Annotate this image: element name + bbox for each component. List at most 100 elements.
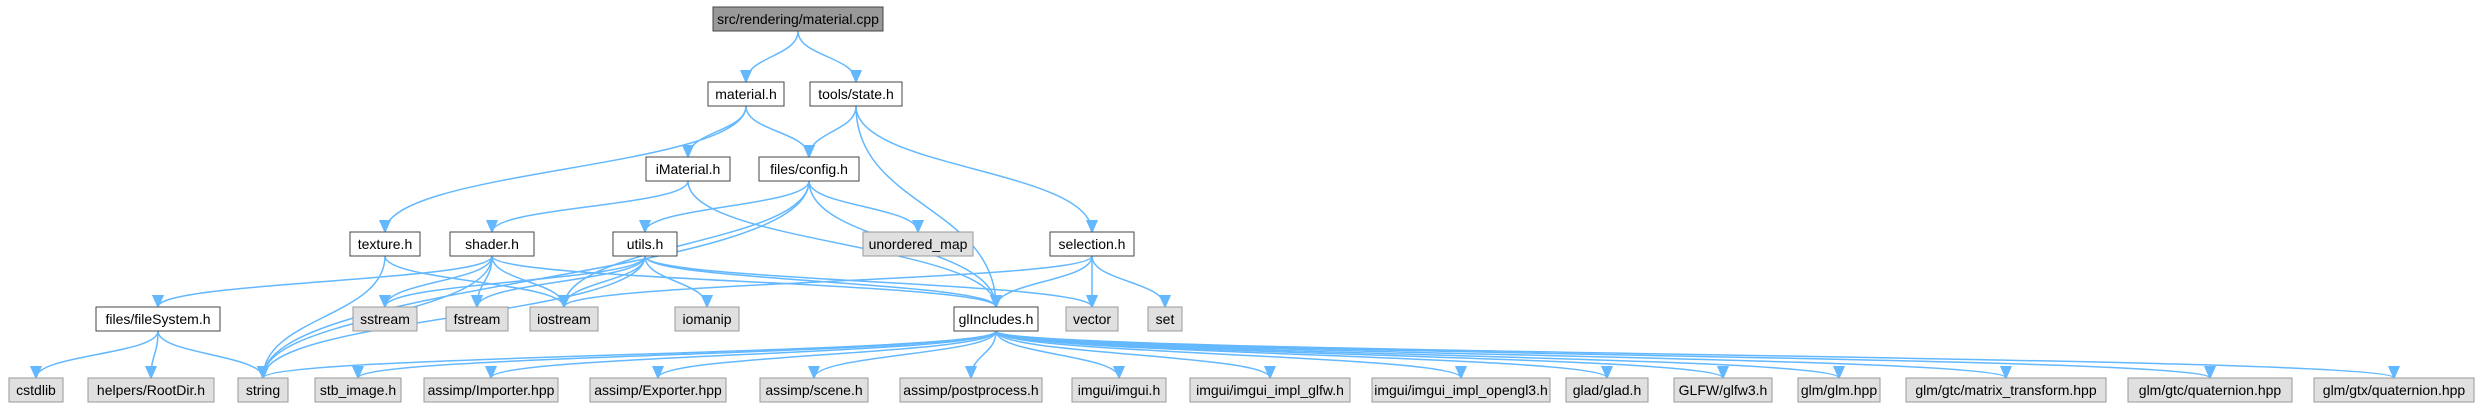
node-filesystem-box [95, 306, 221, 332]
edge-glincludes-to-glm_gtc_q [995, 330, 2210, 378]
edge-shader-to-filesystem [158, 255, 493, 307]
node-shader-label: shader.h [465, 236, 519, 252]
node-importer-label: assimp/Importer.hpp [428, 382, 555, 398]
node-glm: glm/glm.hpp [1797, 377, 1881, 403]
nodes-layer: src/rendering/material.cpp material.h tool… [8, 6, 2475, 403]
edge-material-to-config [745, 105, 809, 157]
edge-selection-to-set [1091, 255, 1165, 307]
node-vector-box [1065, 306, 1119, 332]
node-state-label: tools/state.h [818, 86, 894, 102]
edges-layer [36, 30, 2394, 378]
node-vector: vector [1065, 306, 1119, 332]
node-imgui-label: imgui/imgui.h [1078, 382, 1160, 398]
node-utils[interactable]: utils.h [612, 231, 678, 257]
edge-glincludes-to-imgui [995, 330, 1119, 378]
node-unordered_map-label: unordered_map [869, 236, 968, 252]
node-string-label: string [246, 382, 280, 398]
edge-glincludes-to-exporter [658, 330, 997, 378]
node-shader[interactable]: shader.h [449, 231, 535, 257]
edge-config-to-unordered_map [808, 180, 918, 232]
node-material[interactable]: material.h [707, 81, 785, 107]
edge-root-to-state [797, 30, 856, 82]
node-cstdlib-label: cstdlib [16, 382, 56, 398]
node-string-box [237, 377, 289, 403]
node-unordered_map-box [862, 231, 974, 257]
edge-config-to-iostream [564, 180, 810, 307]
node-selection-box [1049, 231, 1135, 257]
edge-glincludes-to-postprocess [971, 330, 997, 378]
edge-filesystem-to-string [157, 330, 263, 378]
edge-utils-to-iomanip [644, 255, 707, 307]
node-rootdir-box [87, 377, 215, 403]
edge-config-to-utils [645, 180, 810, 232]
node-imgui_glfw-box [1189, 377, 1351, 403]
edge-selection-to-iostream [564, 255, 1093, 307]
edge-glincludes-to-glm_mt [995, 330, 2006, 378]
node-imaterial[interactable]: iMaterial.h [645, 156, 731, 182]
node-scene: assimp/scene.h [759, 377, 869, 403]
edge-texture-to-string [263, 255, 386, 378]
edge-utils-to-vector [644, 255, 1092, 307]
node-glfw-label: GLFW/glfw3.h [1679, 382, 1768, 398]
node-glad-label: glad/glad.h [1573, 382, 1642, 398]
node-iomanip-label: iomanip [682, 311, 731, 327]
node-iostream: iostream [529, 306, 599, 332]
node-set-box [1147, 306, 1183, 332]
node-selection-label: selection.h [1059, 236, 1126, 252]
node-unordered_map: unordered_map [862, 231, 974, 257]
node-set: set [1147, 306, 1183, 332]
edge-glincludes-to-glm_gtx_q [995, 330, 2394, 378]
edge-glincludes-to-scene [814, 330, 997, 378]
node-rootdir-label: helpers/RootDir.h [97, 382, 205, 398]
node-cstdlib-box [8, 377, 64, 403]
node-imaterial-box [645, 156, 731, 182]
node-glincludes[interactable]: glIncludes.h [953, 306, 1039, 332]
edge-utils-to-fstream [477, 255, 646, 307]
node-imgui_opengl3: imgui/imgui_impl_opengl3.h [1371, 377, 1551, 403]
node-texture-box [349, 231, 421, 257]
node-material-box [707, 81, 785, 107]
node-texture[interactable]: texture.h [349, 231, 421, 257]
node-stb_image-label: stb_image.h [320, 382, 396, 398]
node-glm_gtx_q-box [2313, 377, 2475, 403]
node-utils-label: utils.h [627, 236, 664, 252]
node-selection[interactable]: selection.h [1049, 231, 1135, 257]
node-iomanip-box [674, 306, 740, 332]
node-exporter-label: assimp/Exporter.hpp [594, 382, 722, 398]
node-config[interactable]: files/config.h [758, 156, 860, 182]
node-set-label: set [1156, 311, 1175, 327]
node-imgui_glfw: imgui/imgui_impl_glfw.h [1189, 377, 1351, 403]
node-root-box [712, 6, 884, 32]
node-glm_gtc_q: glm/gtc/quaternion.hpp [2127, 377, 2293, 403]
node-glm_gtc_q-box [2127, 377, 2293, 403]
node-sstream-box [352, 306, 418, 332]
node-exporter-box [589, 377, 727, 403]
node-sstream: sstream [352, 306, 418, 332]
node-scene-box [759, 377, 869, 403]
node-filesystem[interactable]: files/fileSystem.h [95, 306, 221, 332]
node-utils-box [612, 231, 678, 257]
node-scene-label: assimp/scene.h [765, 382, 862, 398]
node-iostream-box [529, 306, 599, 332]
node-imaterial-label: iMaterial.h [656, 161, 721, 177]
node-glm-box [1797, 377, 1881, 403]
node-postprocess-box [899, 377, 1043, 403]
edge-state-to-selection [855, 105, 1092, 232]
node-glm_gtc_q-label: glm/gtc/quaternion.hpp [2139, 382, 2282, 398]
node-glfw: GLFW/glfw3.h [1673, 377, 1773, 403]
node-root[interactable]: src/rendering/material.cpp [712, 6, 884, 32]
edge-glincludes-to-importer [491, 330, 997, 378]
edge-glincludes-to-imgui_glfw [995, 330, 1270, 378]
edge-utils-to-sstream [385, 255, 646, 307]
node-material-label: material.h [715, 86, 776, 102]
edge-selection-to-glincludes [996, 255, 1093, 307]
node-root-label: src/rendering/material.cpp [717, 11, 879, 27]
edge-material-to-imaterial [688, 105, 747, 157]
edge-glincludes-to-stb_image [358, 330, 997, 378]
node-imgui: imgui/imgui.h [1071, 377, 1167, 403]
node-glm_mt: glm/gtc/matrix_transform.hpp [1905, 377, 2107, 403]
node-fstream-box [445, 306, 509, 332]
node-iostream-label: iostream [537, 311, 591, 327]
node-state[interactable]: tools/state.h [809, 81, 903, 107]
